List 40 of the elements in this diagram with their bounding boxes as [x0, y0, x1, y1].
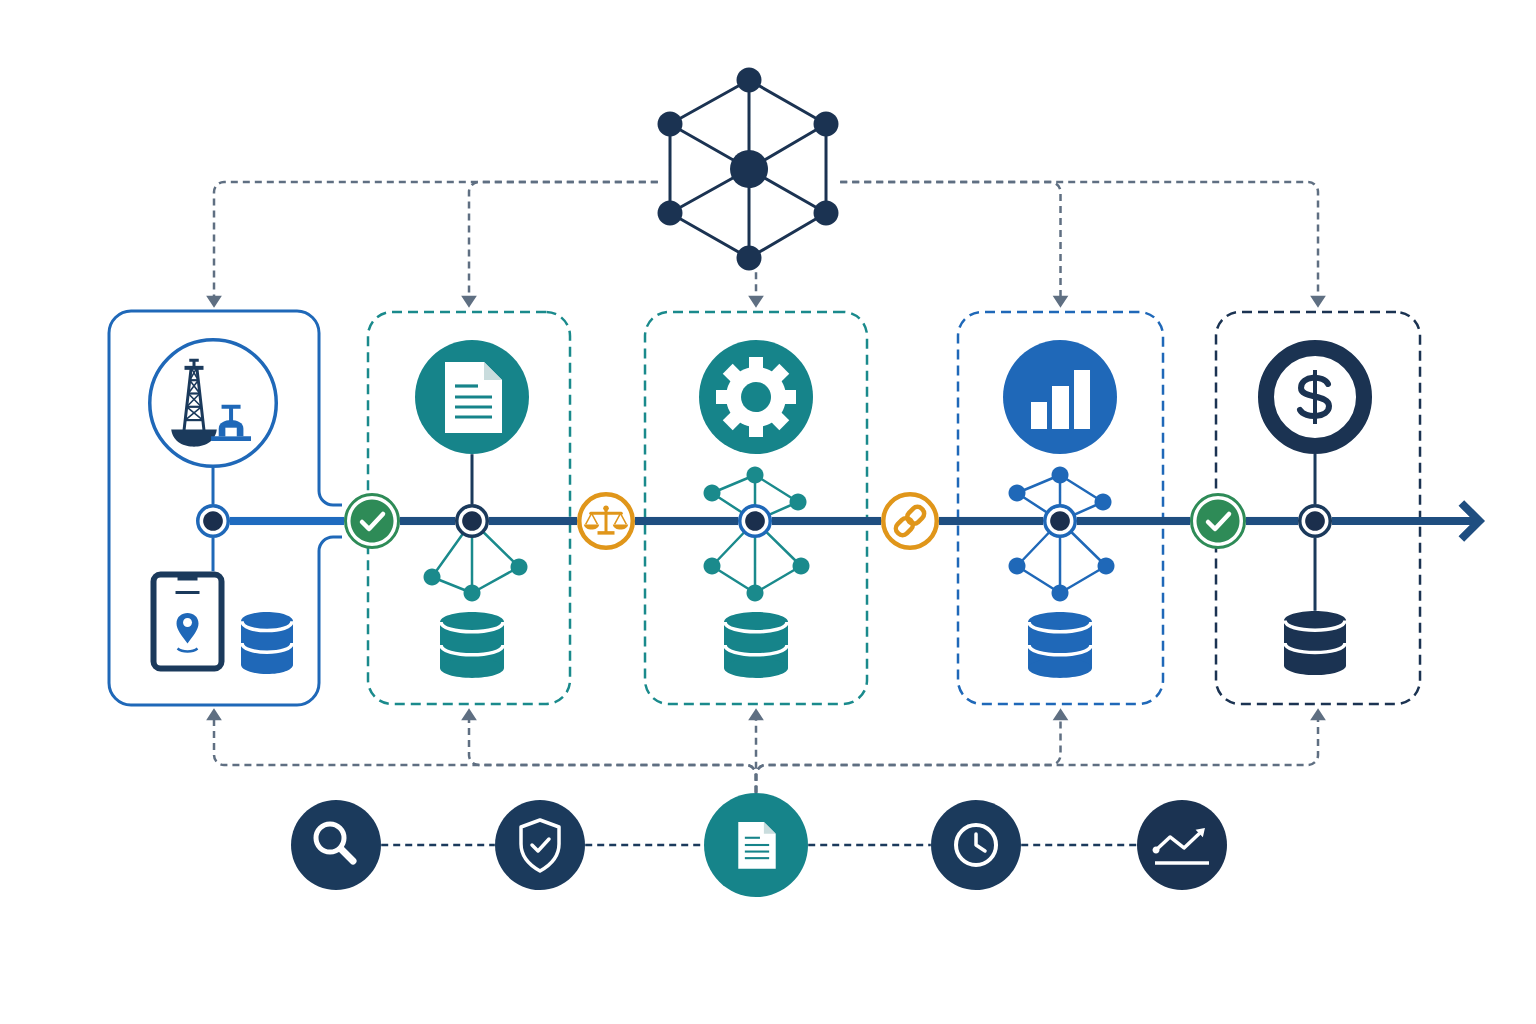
thick-line — [399, 516, 456, 526]
scale-icon — [577, 492, 635, 550]
shield-check-icon — [495, 800, 585, 890]
stage-panel — [107, 309, 343, 707]
connector-line — [211, 468, 215, 504]
dollar-icon — [1258, 340, 1372, 454]
bar-chart-icon — [1003, 340, 1117, 454]
network-icon — [657, 67, 839, 271]
stage-panel — [366, 310, 572, 706]
junction-dot — [196, 504, 230, 538]
thick-line — [229, 516, 345, 526]
connector-line — [1313, 454, 1317, 504]
link-icon — [881, 492, 939, 550]
database-icon — [240, 612, 294, 674]
clock-icon — [931, 800, 1021, 890]
connector-line — [470, 454, 474, 504]
dashed-line — [1021, 843, 1137, 847]
connector-line — [1313, 538, 1317, 611]
database-icon — [723, 612, 789, 678]
database-icon — [439, 612, 505, 678]
database-icon — [1027, 612, 1093, 678]
stage-panel — [1214, 310, 1422, 706]
junction-dot — [455, 504, 489, 538]
tablet-pin-icon — [150, 571, 225, 672]
thick-line — [1245, 516, 1299, 526]
connector-line — [211, 538, 215, 572]
document-icon — [415, 340, 529, 454]
dashed-line — [381, 843, 495, 847]
check-icon — [1190, 493, 1246, 549]
gear-icon — [699, 340, 813, 454]
oil-rig-icon — [148, 338, 278, 468]
database-icon — [1283, 611, 1347, 675]
document-icon — [704, 793, 808, 897]
dashed-line — [808, 843, 931, 847]
search-icon — [291, 800, 381, 890]
thick-line — [488, 516, 578, 526]
junction-dot — [1298, 504, 1332, 538]
check-icon — [344, 493, 400, 549]
stage-panel — [643, 310, 869, 706]
trend-chart-icon — [1137, 800, 1227, 890]
